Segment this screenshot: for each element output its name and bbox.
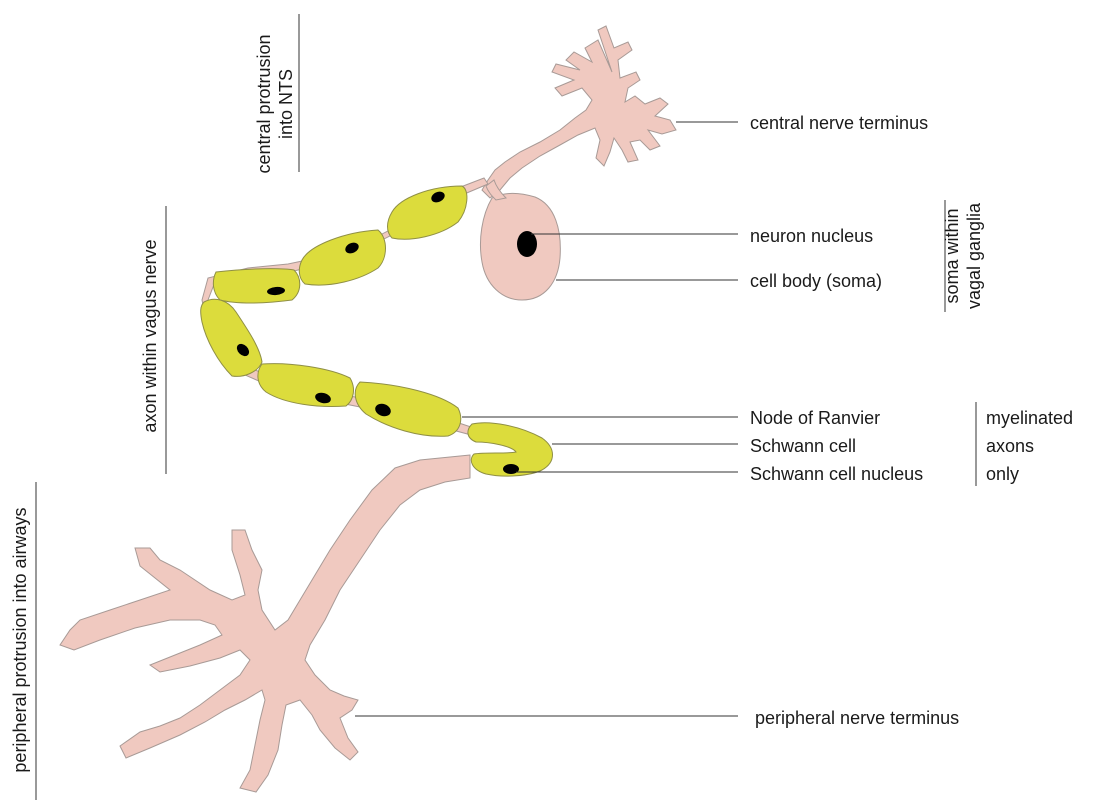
schwann-cell-1 <box>388 186 467 239</box>
label-central-protrusion-line2: into NTS <box>275 24 297 184</box>
schwann-cell-5 <box>258 364 354 407</box>
schwann-cell-6 <box>355 382 461 436</box>
label-schwann-cell: Schwann cell <box>750 435 856 457</box>
label-central-terminus: central nerve terminus <box>750 112 928 134</box>
label-soma-line1: soma within <box>941 191 963 321</box>
peripheral-nerve-terminus <box>60 455 470 792</box>
neuron-nucleus <box>517 231 537 257</box>
label-soma-within-vagal-ganglia: soma within vagal ganglia <box>941 191 985 321</box>
label-cell-body: cell body (soma) <box>750 270 882 292</box>
label-myelinated-line3: only <box>986 463 1019 485</box>
label-node-of-ranvier: Node of Ranvier <box>750 407 880 429</box>
label-central-protrusion-line1: central protrusion <box>253 24 275 184</box>
label-peripheral-protrusion: peripheral protrusion into airways <box>9 485 31 795</box>
label-schwann-cell-nucleus: Schwann cell nucleus <box>750 463 923 485</box>
schwann-cell-4 <box>201 299 262 376</box>
label-peripheral-terminus: peripheral nerve terminus <box>755 707 959 729</box>
label-axon-within-vagus-nerve: axon within vagus nerve <box>139 221 161 451</box>
label-central-protrusion: central protrusion into NTS <box>253 24 297 184</box>
schwann-cell-3 <box>213 269 299 303</box>
label-myelinated-line2: axons <box>986 435 1034 457</box>
label-myelinated-line1: myelinated <box>986 407 1073 429</box>
schwann-cell-2 <box>299 230 385 285</box>
label-soma-line2: vagal ganglia <box>963 191 985 321</box>
label-neuron-nucleus: neuron nucleus <box>750 225 873 247</box>
central-nerve-terminus <box>482 26 676 198</box>
